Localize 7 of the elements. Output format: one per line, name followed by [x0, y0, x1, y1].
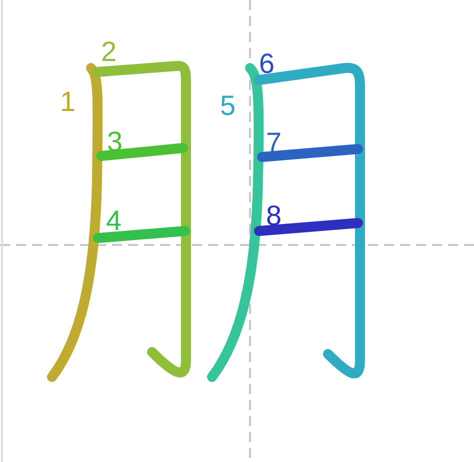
stroke-order-number: 6	[259, 50, 275, 78]
stroke-order-number: 1	[60, 88, 76, 116]
stroke-order-number: 2	[101, 38, 117, 66]
stroke-order-number: 5	[220, 92, 236, 120]
stroke-order-number: 8	[266, 202, 282, 230]
stroke-order-number: 7	[266, 129, 282, 157]
stroke-order-number: 4	[106, 207, 122, 235]
